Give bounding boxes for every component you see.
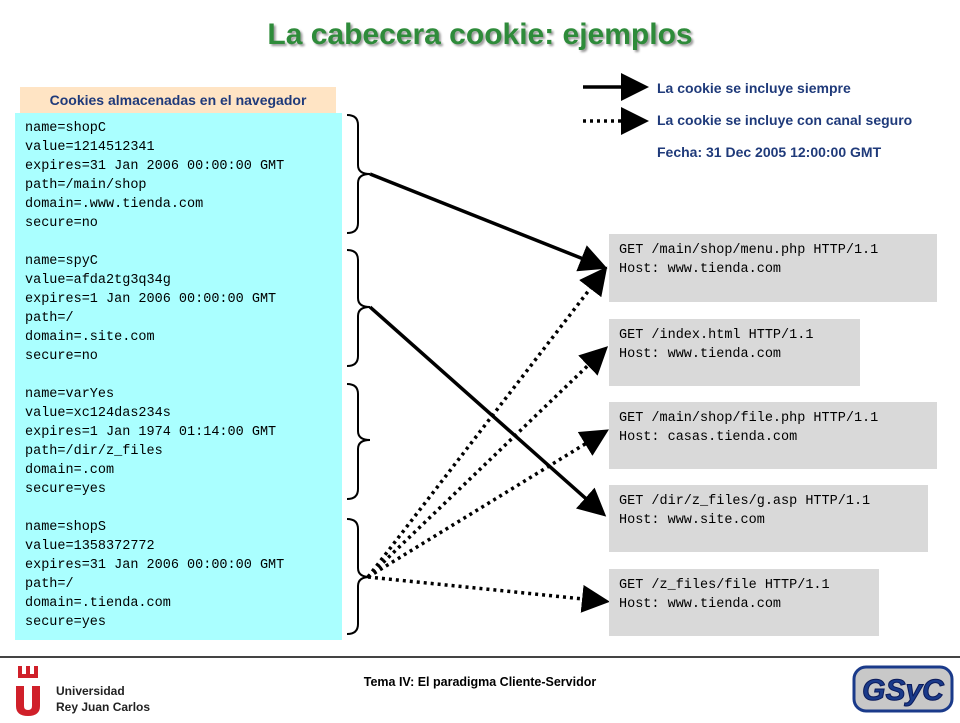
cookie-line: expires=1 Jan 2006 00:00:00 GMT (25, 292, 277, 307)
arrow-spyc-to-gasp (368, 305, 607, 517)
brace-shops (346, 518, 371, 635)
cookie-line: name=spyC (25, 254, 98, 269)
gsyc-logo: GSyC (852, 665, 954, 713)
request-line: GET /dir/z_files/g.asp HTTP/1.1 (619, 494, 871, 509)
urjc-line1: Universidad (56, 684, 125, 698)
cookie-line: domain=.site.com (25, 330, 155, 345)
request-host: Host: www.tienda.com (619, 262, 782, 277)
cookie-line: path=/main/shop (25, 178, 147, 193)
cookie-panel: name=shopC value=1214512341 expires=31 J… (15, 113, 342, 640)
request-box-zfiles: GET /z_files/file HTTP/1.1 Host: www.tie… (609, 569, 879, 636)
cookie-line: domain=.com (25, 463, 115, 478)
cookie-line: expires=31 Jan 2006 00:00:00 GMT (25, 558, 285, 573)
cookie-line: path=/dir/z_files (25, 444, 163, 459)
cookie-line: expires=31 Jan 2006 00:00:00 GMT (25, 159, 285, 174)
cookie-line: name=shopS (25, 520, 107, 535)
cookie-line: expires=1 Jan 1974 01:14:00 GMT (25, 425, 277, 440)
reference-date: Fecha: 31 Dec 2005 12:00:00 GMT (657, 144, 882, 160)
request-host: Host: www.tienda.com (619, 597, 782, 612)
footer-divider (0, 656, 960, 658)
request-line: GET /index.html HTTP/1.1 (619, 328, 814, 343)
brace-spyc (346, 249, 371, 367)
brace-shopc (346, 114, 371, 234)
request-box-file: GET /main/shop/file.php HTTP/1.1 Host: c… (609, 402, 937, 469)
cookie-block-spyc: name=spyC value=afda2tg3q34g expires=1 J… (25, 252, 345, 366)
cookie-line: domain=.tienda.com (25, 596, 171, 611)
cookie-panel-label: Cookies almacenadas en el navegador (20, 87, 336, 113)
request-line: GET /main/shop/menu.php HTTP/1.1 (619, 243, 879, 258)
request-line: GET /z_files/file HTTP/1.1 (619, 578, 830, 593)
urjc-line2: Rey Juan Carlos (56, 700, 151, 714)
request-line: GET /main/shop/file.php HTTP/1.1 (619, 411, 879, 426)
cookie-line: domain=.www.tienda.com (25, 197, 204, 212)
cookie-line: value=1214512341 (25, 140, 155, 155)
request-host: Host: www.tienda.com (619, 347, 782, 362)
brace-varyes (346, 383, 371, 500)
cookie-block-varyes: name=varYes value=xc124das234s expires=1… (25, 385, 345, 499)
cookie-line: path=/ (25, 311, 74, 326)
slide-title: La cabecera cookie: ejemplos (267, 18, 693, 51)
legend-dotted-label: La cookie se incluye con canal seguro (657, 112, 913, 128)
request-box-index: GET /index.html HTTP/1.1 Host: www.tiend… (609, 319, 860, 386)
request-host: Host: casas.tienda.com (619, 430, 798, 445)
cookie-line: name=varYes (25, 387, 115, 402)
cookie-line: secure=yes (25, 482, 107, 497)
arrow-shops-to-zfiles (367, 575, 610, 613)
cookie-line: secure=no (25, 349, 98, 364)
cookie-line: value=afda2tg3q34g (25, 273, 171, 288)
footer-caption: Tema IV: El paradigma Cliente-Servidor (363, 675, 597, 689)
cookie-line: name=shopC (25, 121, 107, 136)
gsyc-logo-text: GSyC (862, 674, 945, 707)
request-host: Host: www.site.com (619, 513, 765, 528)
cookie-line: value=xc124das234s (25, 406, 171, 421)
arrow-shops-to-menu (366, 266, 608, 579)
request-box-menu: GET /main/shop/menu.php HTTP/1.1 Host: w… (609, 234, 937, 302)
urjc-emblem-icon (16, 666, 40, 716)
arrow-shops-to-file (367, 429, 609, 579)
arrow-shops-to-index (366, 346, 609, 579)
cookie-line: path=/ (25, 577, 74, 592)
cookie-line: secure=yes (25, 615, 107, 630)
cookie-block-shops: name=shopS value=1358372772 expires=31 J… (25, 518, 345, 632)
arrow-shopc-to-menu (369, 172, 608, 272)
cookie-block-shopc: name=shopC value=1214512341 expires=31 J… (25, 119, 345, 233)
cookie-line: secure=no (25, 216, 98, 231)
legend-solid-label: La cookie se incluye siempre (657, 80, 851, 96)
request-box-gasp: GET /dir/z_files/g.asp HTTP/1.1 Host: ww… (609, 485, 928, 552)
cookie-line: value=1358372772 (25, 539, 155, 554)
urjc-logo: Universidad Rey Juan Carlos (8, 662, 188, 718)
